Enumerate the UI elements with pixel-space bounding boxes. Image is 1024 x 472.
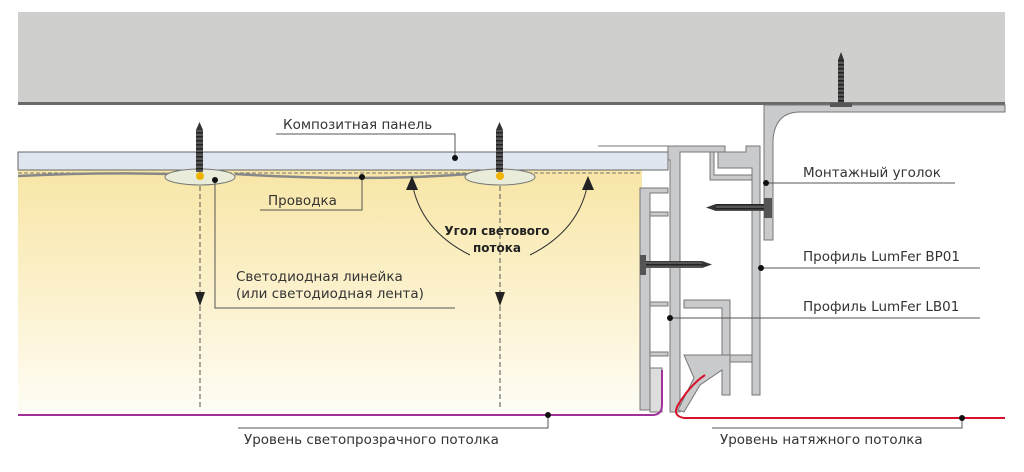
- label-translucent-level: Уровень светопрозрачного потолка: [244, 432, 499, 448]
- label-beam-angle-2: потока: [473, 241, 521, 255]
- led-module: [464, 122, 536, 186]
- screw: [706, 198, 772, 218]
- label-mounting-angle: Монтажный уголок: [803, 165, 941, 181]
- translucent-ceiling-line: [18, 370, 663, 416]
- label-led-2: (или светодиодная лента): [236, 286, 424, 302]
- composite-panel: [17, 151, 669, 171]
- mounting-angle: [763, 52, 1006, 241]
- label-profile-bp01: Профиль LumFer BP01: [803, 249, 960, 265]
- profile-bp01: [677, 145, 761, 413]
- beam-angle-arc: [411, 181, 471, 256]
- light-glow: [18, 170, 642, 415]
- wiring: [17, 172, 471, 180]
- label-composite-panel: Композитная панель: [283, 117, 432, 133]
- concrete-slab: [18, 12, 1005, 105]
- arrow-down-icon: [195, 292, 205, 306]
- label-wiring: Проводка: [268, 193, 337, 209]
- profile-lb01: [598, 145, 726, 413]
- label-profile-lb01: Профиль LumFer LB01: [803, 299, 959, 315]
- screw: [640, 255, 712, 275]
- beam-angle-arc: [529, 181, 589, 256]
- stretch-ceiling-line: [675, 374, 1005, 419]
- label-led-1: Светодиодная линейка: [236, 269, 403, 285]
- label-beam-angle-1: Угол светового: [444, 224, 549, 238]
- label-stretch-level: Уровень натяжного потолка: [720, 432, 923, 448]
- arrow-down-icon: [495, 292, 505, 306]
